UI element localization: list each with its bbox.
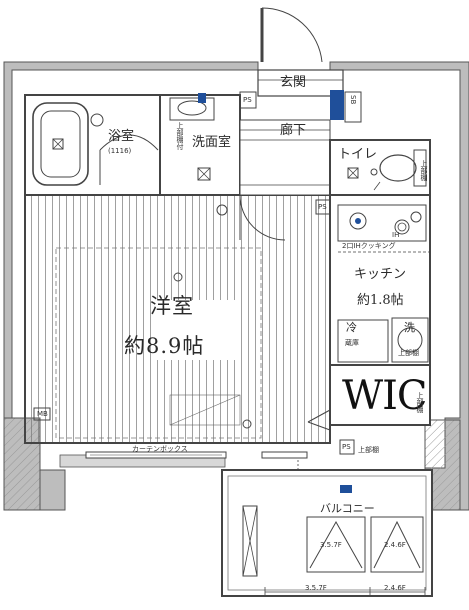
wic (307, 364, 431, 455)
curtain-box-label: カーテンボックス (132, 445, 188, 453)
toilet (329, 139, 431, 196)
ps-label-3: PS (342, 443, 351, 451)
wic-shelf-label: 上部棚 (416, 392, 424, 413)
balcony (221, 469, 433, 597)
wic-label: WIC (342, 373, 428, 419)
ps-shelf-label: 上部棚 (358, 446, 379, 454)
western-room-size: 約8.9帖 (124, 334, 205, 358)
fridge-note: 蔵庫 (345, 339, 359, 347)
window-strip (85, 451, 308, 480)
washroom-label: 洗面室 (192, 135, 232, 150)
toilet-label: トイレ (338, 147, 378, 162)
bathroom-size: (1116) (108, 147, 132, 155)
western-room-label: 洋室 (150, 294, 194, 318)
hallway-label: 廊下 (280, 123, 307, 138)
fridge-label: 冷 (346, 321, 357, 334)
toilet-shelf-label: 上部棚 (420, 160, 428, 181)
balcony-label: バルコニー (320, 502, 375, 515)
washer-label: 洗 (404, 321, 415, 334)
outdoor-unit-left-label: 3.5.7F (320, 541, 342, 549)
ps-label-2: PS (318, 203, 327, 211)
outdoor-unit-right-label: 2.4.6F (384, 541, 406, 549)
stove-note: 2口IHクッキング (342, 242, 396, 250)
kitchen-label: キッチン (354, 267, 407, 282)
entrance-label: 玄関 (280, 75, 307, 90)
mb-label: MB (37, 410, 48, 418)
stove-label: IH (392, 231, 400, 239)
western-room (24, 194, 331, 444)
kitchen-size: 約1.8帖 (357, 293, 404, 308)
entrance (216, 7, 362, 241)
ps-label-1: PS (243, 96, 252, 104)
bathroom-label: 浴室 (108, 129, 135, 144)
washroom (159, 91, 258, 196)
shoe-box-label: SB (349, 95, 357, 105)
washer-note: 上部棚 (398, 349, 419, 357)
kitchen (329, 194, 431, 366)
washroom-shelf-label: 上部棚付 (176, 122, 184, 150)
dim-left-label: 3.5.7F (305, 584, 327, 592)
dim-right-label: 2.4.6F (384, 584, 406, 592)
bathroom (24, 94, 161, 196)
